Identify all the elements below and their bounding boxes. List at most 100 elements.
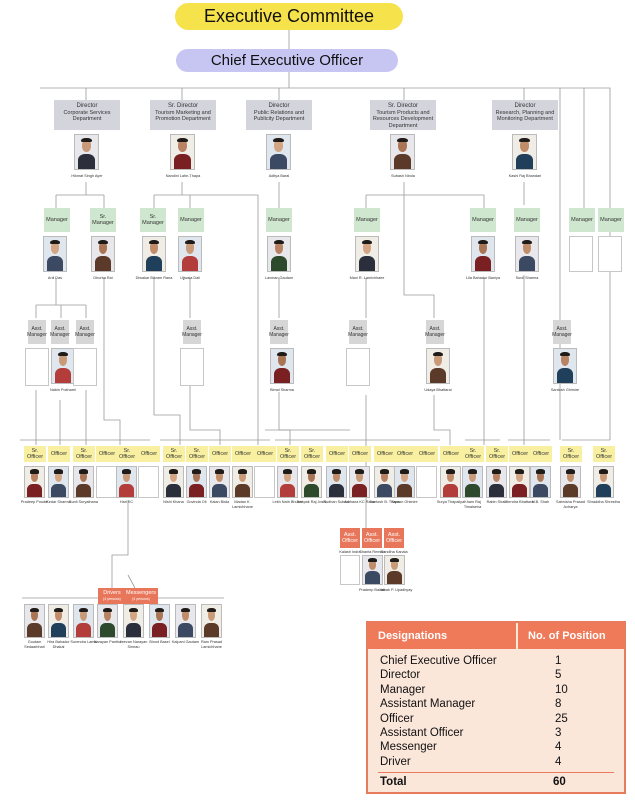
director-photo: [390, 134, 415, 170]
officer-box: Sr. Officer: [186, 446, 208, 462]
officer-name: Surya Thapaliya: [436, 500, 465, 504]
officer-box: Officer: [440, 446, 462, 462]
officer-box: Officer: [138, 446, 160, 462]
support-staff-name: Jeevan Narayan Simrau: [119, 640, 148, 649]
manager-box: Manager: [514, 208, 540, 232]
officer-photo: [560, 466, 581, 498]
officer-name: Madan K. Lamichhane: [232, 500, 253, 509]
table-header: Designations No. of Position: [368, 623, 624, 649]
asst-manager-photo: [426, 348, 450, 384]
officer-photo: [301, 466, 322, 498]
officer-name: Nishi Khana: [163, 500, 184, 504]
officer-box: Sr. Officer: [486, 446, 508, 462]
asst-manager-name: Santosh Ghimire: [550, 388, 580, 392]
total-label: Total: [380, 776, 407, 788]
asst-officer-box: Asst. Officer: [362, 528, 382, 548]
officer-name: Hari KC: [119, 500, 134, 504]
director-photo: [512, 134, 537, 170]
officer-box: Officer: [509, 446, 531, 462]
officer-photo: [48, 466, 69, 498]
officer-name: Kalan Bista: [209, 500, 230, 504]
officer-box: Officer: [416, 446, 438, 462]
asst-officer-label: Asst. Officer: [385, 532, 403, 544]
designation-summary-table: Designations No. of Position Chief Execu…: [366, 621, 626, 794]
officer-box: Sr. Officer: [24, 446, 46, 462]
executive-committee-box: Executive Committee: [175, 3, 403, 30]
officer-box: Officer: [394, 446, 416, 462]
asst-manager-photo-placeholder: [180, 348, 204, 386]
support-staff-photo: [73, 604, 94, 638]
designation-cell: Driver: [380, 755, 411, 768]
officer-name: Sabnisha Prasad Acharya: [556, 500, 585, 509]
table-row: Officer 25: [380, 713, 620, 725]
support-staff-name: Kalpani Gautam: [171, 640, 200, 644]
messengers-label: Messengers: [126, 590, 156, 596]
department-name: Tourism Products and Resources Developme…: [372, 109, 434, 129]
manager-photo: [91, 236, 115, 272]
asst-manager-photo: [553, 348, 577, 384]
count-cell: 4: [555, 755, 562, 768]
asst-manager-name: Nabin Pokharel: [50, 388, 76, 392]
manager-name: Anil Das: [47, 276, 63, 280]
support-staff-name: Narayan Pantha: [93, 640, 122, 644]
officer-photo: [374, 466, 395, 498]
designation-cell: Officer: [380, 712, 414, 725]
officer-photo: [209, 466, 230, 498]
officer-box: Sr. Officer: [560, 446, 582, 462]
manager-name: Diwakar Bikram Rana: [135, 276, 173, 280]
director-name: Aditya Baral: [268, 174, 290, 178]
department-name: Tourism Marketing and Promotion Departme…: [155, 109, 211, 123]
director-name: Subash Nirola: [391, 174, 415, 178]
count-cell: 25: [555, 712, 568, 725]
manager-box: Sr. Manager: [90, 208, 116, 232]
officer-name: Archana KC Rana: [344, 500, 375, 504]
manager-box: Manager: [354, 208, 380, 232]
officer-name: Lekh Nath Bhusal: [272, 500, 303, 504]
department-name: Public Relations and Publicity Departmen…: [253, 109, 305, 123]
asst-manager-box: Asst. Manager: [425, 320, 445, 344]
asst-manager-box: Asst. Manager: [75, 320, 95, 344]
officer-photo: [486, 466, 507, 498]
manager-box: Manager: [44, 208, 70, 232]
asst-manager-box: Asst. Manager: [27, 320, 47, 344]
officer-box: Sr. Officer: [593, 446, 615, 462]
manager-name: Ujjwala Dali: [180, 276, 200, 280]
officer-photo: [394, 466, 415, 498]
officer-name: Sumon Ghimire: [391, 500, 418, 504]
director-name: Nandini Lahe-Thapa: [165, 174, 201, 178]
officer-photo-placeholder: [138, 466, 159, 498]
count-cell: 5: [555, 669, 562, 682]
asst-officer-name: Pradeep Bairali: [359, 588, 385, 592]
director-name: Kashi Raj Bhandari: [508, 174, 542, 178]
director-photo: [170, 134, 195, 170]
asst-officer-sub: Shanta Reman: [359, 550, 385, 554]
department-name: Research, Planning and Monitoring Depart…: [495, 109, 555, 123]
manager-photo: [355, 236, 379, 272]
asst-manager-box: Asst. Manager: [50, 320, 70, 344]
asst-officer-box: Asst. Officer: [384, 528, 404, 548]
manager-name: Sunil Sharma: [515, 276, 539, 280]
designation-cell: Messenger: [380, 741, 437, 754]
director-title: Sr. Director: [387, 103, 418, 109]
designation-cell: Director: [380, 669, 421, 682]
manager-photo: [178, 236, 202, 272]
officer-photo: [509, 466, 530, 498]
table-row: Messenger 4: [380, 741, 620, 753]
manager-box: Manager: [598, 208, 624, 232]
officer-box: Officer: [254, 446, 276, 462]
ceo-box: Chief Executive Officer: [176, 49, 398, 72]
total-row: Total 60: [380, 776, 620, 788]
officer-photo: [349, 466, 370, 498]
manager-photo: [142, 236, 166, 272]
asst-officer-name: Janak P. Upadhyay: [379, 588, 413, 592]
officer-name: Jitendra Bhattarai: [504, 500, 535, 504]
count-cell: 4: [555, 741, 562, 754]
